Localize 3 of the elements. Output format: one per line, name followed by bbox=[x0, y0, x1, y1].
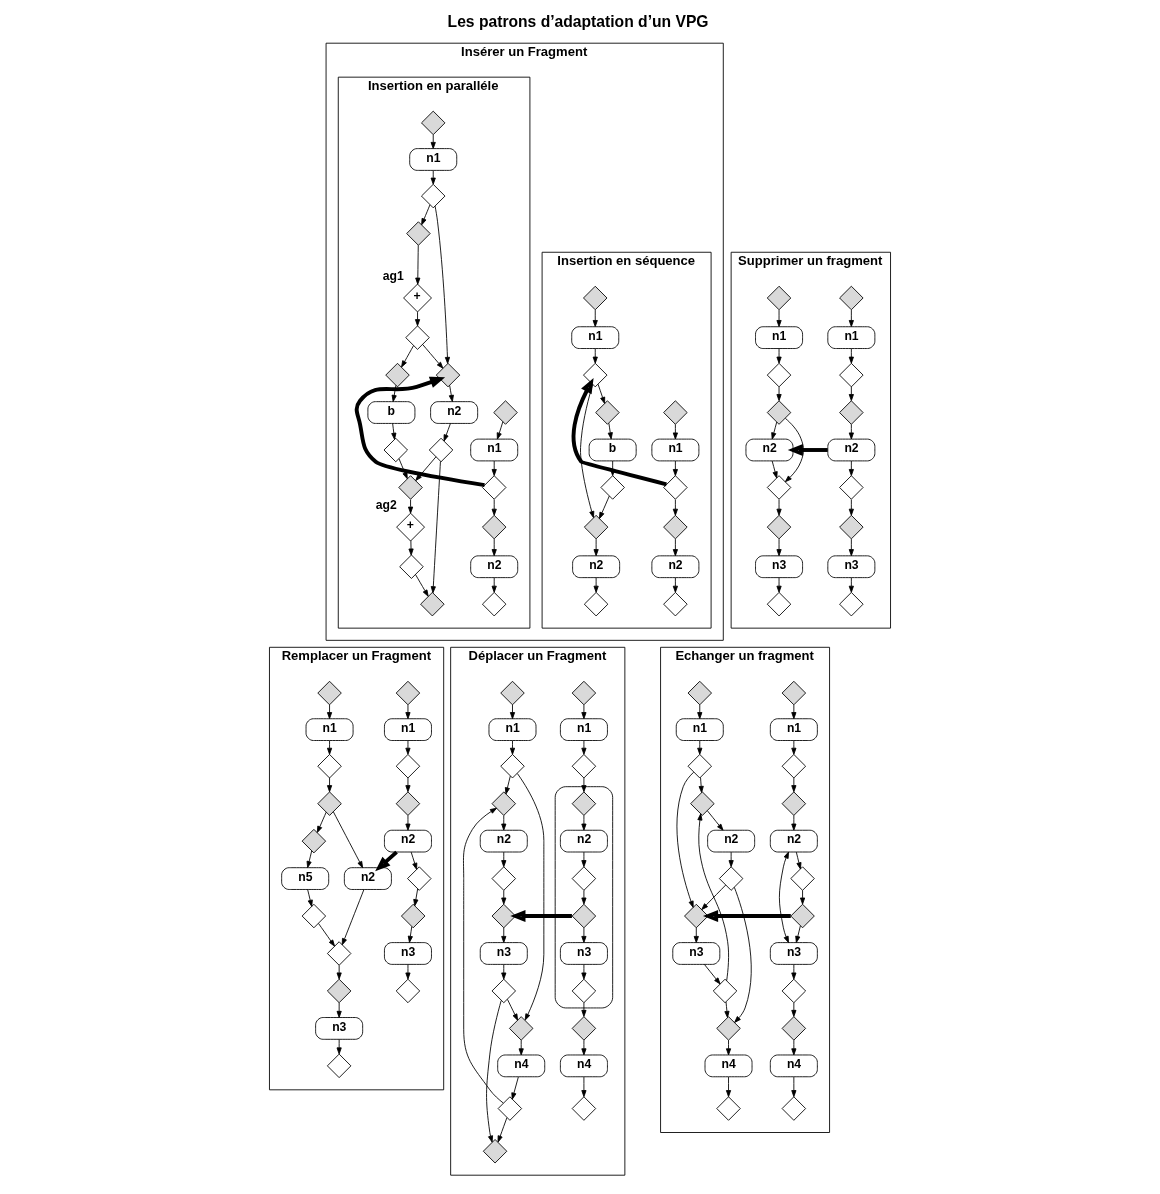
diagram-title: Les patrons d’adaptation d’un VPG bbox=[447, 13, 709, 30]
node-label: ag1 bbox=[382, 268, 404, 283]
node-label: ag2 bbox=[375, 497, 397, 512]
